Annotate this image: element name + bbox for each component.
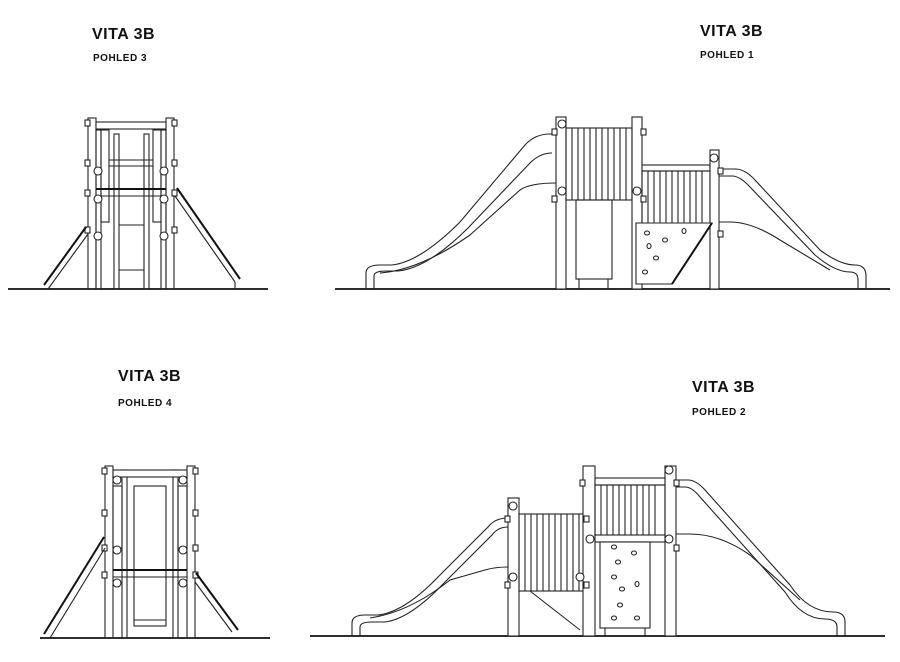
view-4-drawing [40, 465, 270, 639]
climbing-holds [641, 227, 687, 275]
ladder-rail [113, 133, 120, 290]
climbing-holds [610, 544, 641, 621]
post [95, 129, 102, 290]
post [186, 465, 196, 639]
slide-block [575, 199, 613, 280]
view-1-subtitle: POHLED 1 [700, 50, 755, 61]
slide-left [365, 133, 556, 289]
top-rail [641, 164, 711, 172]
slide-side [152, 129, 162, 223]
post [165, 117, 175, 290]
post [709, 149, 720, 290]
top-rail [95, 121, 167, 130]
slide [133, 485, 167, 627]
post [555, 116, 567, 290]
post [104, 465, 114, 639]
view-4-subtitle: POHLED 4 [118, 398, 173, 409]
climbing-wall [635, 222, 714, 285]
view-3-title: VITA 3B [92, 26, 156, 43]
view-2-subtitle: POHLED 2 [692, 407, 747, 418]
view-3-subtitle: POHLED 3 [93, 53, 148, 64]
slat-panel [518, 513, 586, 592]
ramp-right [195, 572, 239, 631]
diagonal-brace [529, 590, 581, 631]
view-1-drawing [335, 116, 890, 290]
ramp-left [43, 226, 87, 286]
slide-right [719, 168, 867, 289]
post [87, 117, 97, 290]
ramp-right [176, 187, 241, 280]
slat-panel [565, 127, 633, 201]
climbing-wall [599, 541, 651, 629]
slide-right [676, 479, 846, 636]
view-2-drawing [310, 465, 885, 637]
view-4-title: VITA 3B [118, 368, 182, 385]
top-rail [594, 477, 666, 486]
ramp-left [43, 536, 105, 635]
ladder-rail [143, 133, 150, 290]
slide-side [100, 129, 110, 223]
view-1-title: VITA 3B [700, 23, 764, 40]
slide-left [351, 517, 509, 636]
post [160, 129, 167, 290]
top-rail [112, 469, 188, 478]
view-3-drawing [8, 117, 268, 290]
post [582, 465, 596, 637]
view-2-title: VITA 3B [692, 379, 756, 396]
